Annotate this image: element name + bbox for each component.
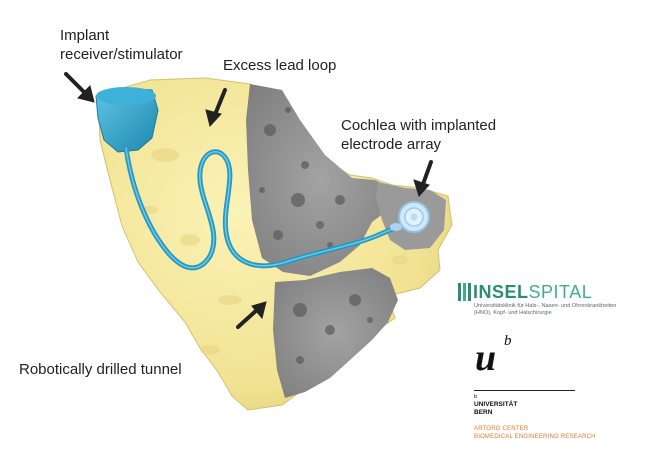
unibern-line1: UNIVERSITÄT [474,401,518,408]
cochlea-electrode-array [390,201,430,233]
unibern-line2: BERN [474,409,493,416]
artorg-line2: BIOMEDICAL ENGINEERING RESEARCH [474,434,596,440]
artorg-line1: ARTORG CENTER [474,426,529,432]
unibern-superscript: b [474,394,478,400]
arrow-tunnel [236,301,267,329]
ct-section-upper-cells [259,107,345,248]
unibern-logo-u: u [475,337,497,379]
inselspital-name-thin: SPITAL [528,282,593,302]
annotation-implant-line1: Implant [60,27,110,44]
inselspital-logo-icon [458,283,471,301]
implant-receiver [95,87,159,153]
inselspital-sub-line2: (HNO), Kopf- und Halschirurgie [474,310,552,316]
ct-section-lower [273,268,398,398]
ct-section-lower-cells [293,294,373,364]
annotation-cochlea-line1: Cochlea with implanted [341,117,497,134]
annotation-implant: Implant receiver/stimulator [60,26,183,64]
inselspital-subtitle: Universitätsklinik für Hals-, Nasen- und… [474,303,616,317]
unibern-logo-rule [474,390,575,391]
arrow-cochlea [413,160,433,197]
annotation-cochlea: Cochlea with implanted electrode array [341,116,496,154]
unibern-logo-text: b UNIVERSITÄT BERN [474,393,517,417]
ct-section-upper [246,84,395,276]
arrow-lead-loop [205,88,227,128]
inselspital-sub-line1: Universitätsklinik für Hals-, Nasen- und… [474,303,617,309]
annotation-implant-line2: receiver/stimulator [60,46,183,63]
unibern-logo-b: b [504,333,512,349]
annotation-cochlea-line2: electrode array [341,136,442,153]
inselspital-logo-text: INSELSPITAL [473,282,592,303]
inselspital-name-bold: INSEL [473,282,529,302]
annotation-lead-loop: Excess lead loop [223,56,336,75]
annotation-tunnel: Robotically drilled tunnel [19,360,182,379]
arrow-implant [64,72,95,103]
annotation-lead-loop-text: Excess lead loop [223,57,337,74]
artorg-logo-text: ARTORG CENTER BIOMEDICAL ENGINEERING RES… [474,425,596,441]
annotation-tunnel-text: Robotically drilled tunnel [19,361,182,378]
